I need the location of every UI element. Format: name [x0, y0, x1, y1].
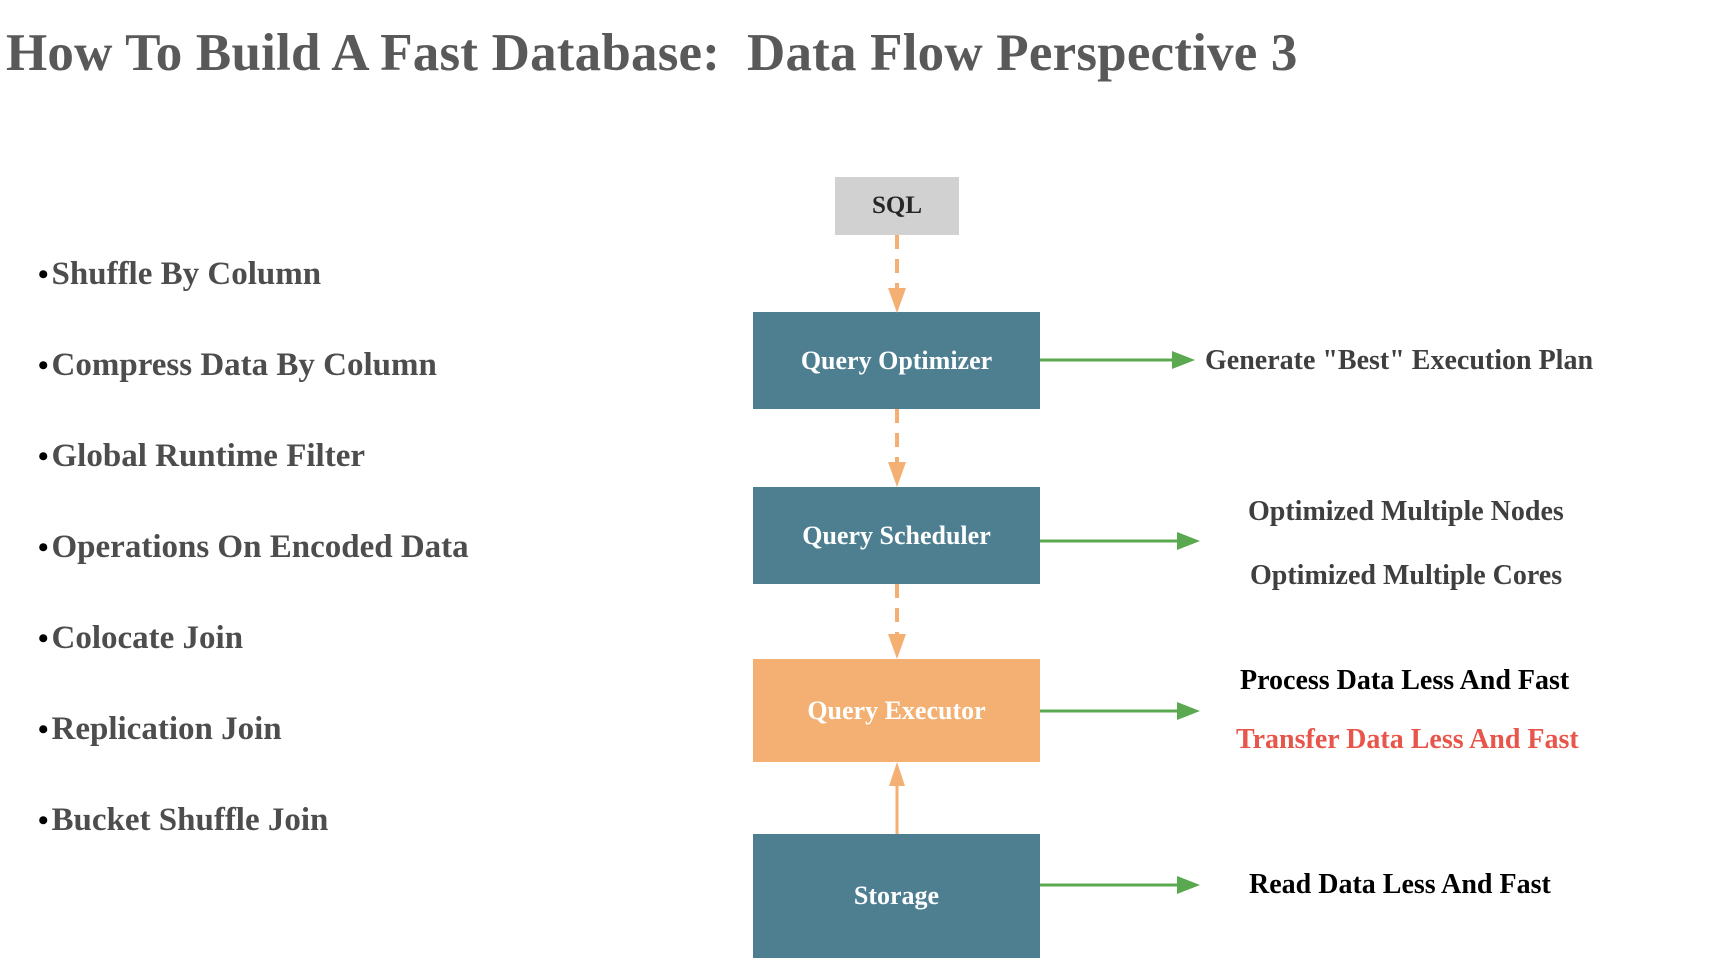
annotation-arrow-storage-icon [1040, 874, 1200, 896]
annotation-read-data-less-and-fast: Read Data Less And Fast [1249, 869, 1551, 900]
list-item: • Colocate Join [38, 622, 638, 713]
list-item: • Global Runtime Filter [38, 440, 638, 531]
annotation-optimized-multiple-nodes: Optimized Multiple Nodes [1248, 496, 1564, 527]
bullet-marker-icon: • [38, 622, 49, 655]
flow-node-sql: SQL [835, 177, 959, 235]
annotation-transfer-data-less-and-fast: Transfer Data Less And Fast [1236, 724, 1579, 755]
list-item-label: Bucket Shuffle Join [51, 802, 329, 838]
bullet-marker-icon: • [38, 531, 49, 564]
annotation-optimized-multiple-cores: Optimized Multiple Cores [1250, 560, 1563, 591]
page-title: How To Build A Fast Database: Data Flow … [6, 24, 1298, 82]
annotation-generate-best-execution-plan: Generate "Best" Execution Plan [1205, 345, 1594, 376]
connector-optimizer-to-scheduler-arrow-icon [884, 409, 910, 487]
list-item-label: Global Runtime Filter [51, 438, 365, 474]
bullet-marker-icon: • [38, 258, 49, 291]
list-item: • Shuffle By Column [38, 258, 638, 349]
flow-node-query-executor: Query Executor [753, 659, 1040, 762]
list-item-label: Colocate Join [51, 620, 244, 656]
bullet-marker-icon: • [38, 713, 49, 746]
bullet-marker-icon: • [38, 440, 49, 473]
list-item: • Replication Join [38, 713, 638, 804]
bullet-marker-icon: • [38, 349, 49, 382]
annotation-arrow-executor-icon [1040, 700, 1200, 722]
flow-node-query-scheduler: Query Scheduler [753, 487, 1040, 584]
annotation-process-data-less-and-fast: Process Data Less And Fast [1240, 665, 1570, 696]
flow-node-query-optimizer: Query Optimizer [753, 312, 1040, 409]
connector-storage-to-executor-arrow-icon [884, 762, 910, 834]
list-item: • Operations On Encoded Data [38, 531, 638, 622]
list-item-label: Shuffle By Column [51, 256, 322, 292]
connector-sql-to-optimizer-arrow-icon [884, 235, 910, 313]
flow-node-storage: Storage [753, 834, 1040, 958]
list-item-label: Replication Join [51, 711, 282, 747]
list-item: • Bucket Shuffle Join [38, 804, 638, 895]
bullet-marker-icon: • [38, 804, 49, 837]
list-item: • Compress Data By Column [38, 349, 638, 440]
bullet-list: • Shuffle By Column • Compress Data By C… [38, 258, 638, 895]
connector-scheduler-to-executor-arrow-icon [884, 584, 910, 659]
annotation-arrow-scheduler-icon [1040, 530, 1200, 552]
list-item-label: Operations On Encoded Data [51, 529, 469, 565]
annotation-arrow-optimizer-icon [1040, 349, 1195, 371]
list-item-label: Compress Data By Column [51, 347, 437, 383]
